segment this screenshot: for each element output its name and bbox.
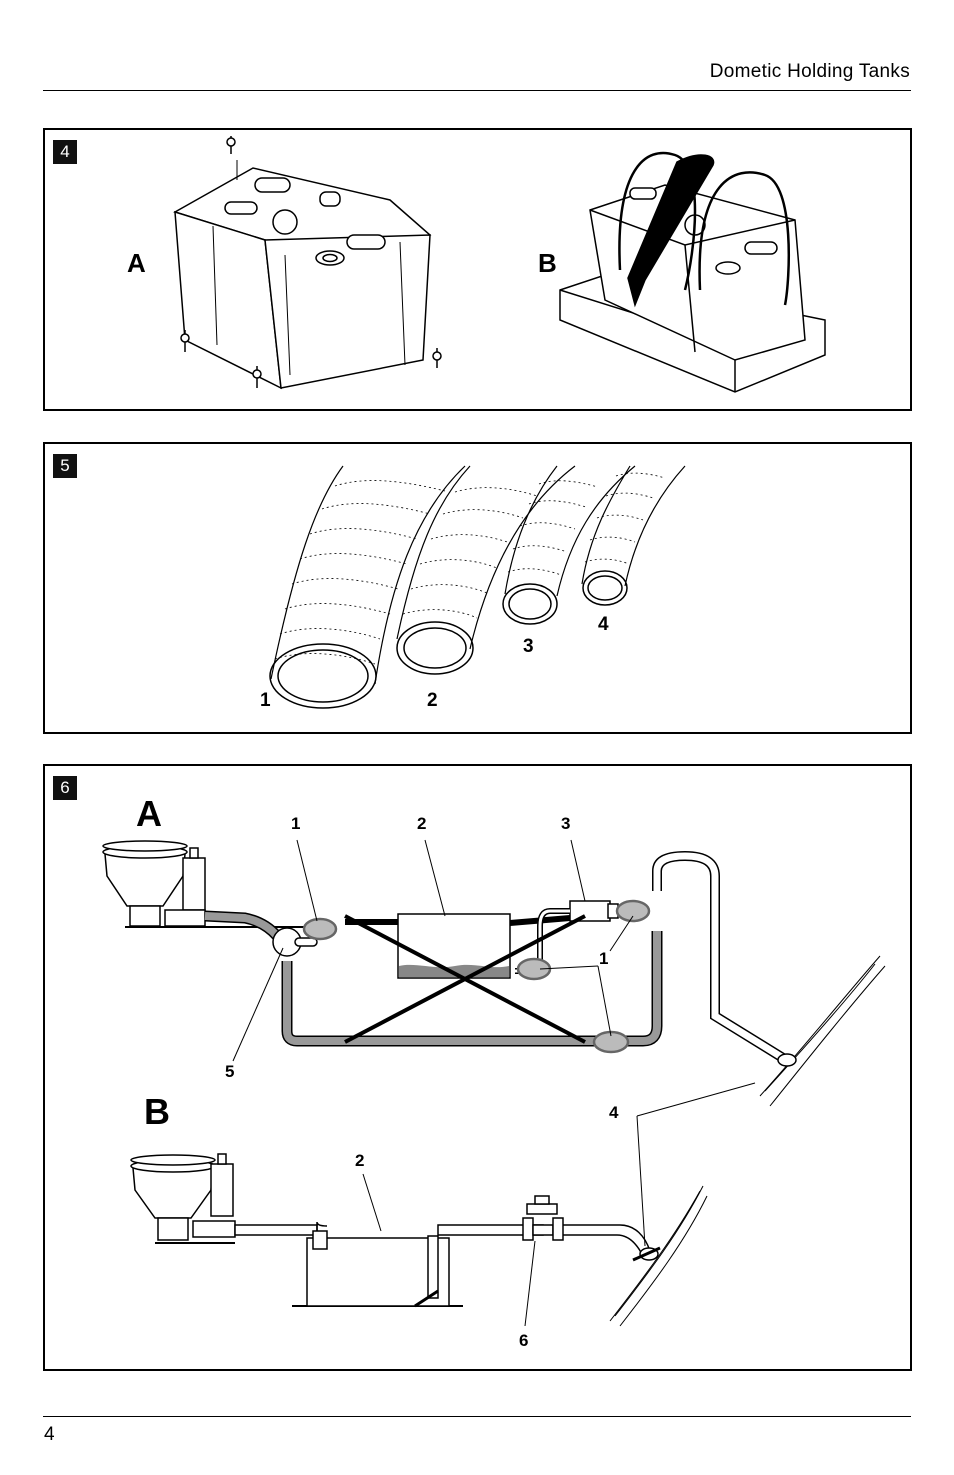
figure-4-panel: 4 A B: [43, 128, 912, 411]
callout-b-2: 2: [355, 1151, 364, 1170]
page-header-title: Dometic Holding Tanks: [709, 61, 910, 82]
figure-6-illustration: A B: [102, 793, 886, 1350]
holding-tank-a-drawing: [173, 136, 442, 390]
page-number: 4: [44, 1424, 55, 1445]
hose-size-4-drawing: [581, 465, 686, 606]
callout-b-4: 4: [609, 1103, 619, 1122]
figure-5-number: 5: [53, 454, 77, 478]
callout-b-6: 6: [519, 1331, 528, 1350]
hose-label-4: 4: [598, 614, 609, 635]
figure-4-label-a: A: [127, 248, 146, 278]
holding-tank-b-drawing: [559, 151, 826, 393]
footer-divider: [43, 1416, 911, 1417]
figure-5-panel: 5: [43, 442, 912, 734]
figure-4-label-b: B: [538, 248, 557, 278]
figure-6-panel: 6 A B: [43, 764, 912, 1371]
callout-a-1b: 1: [599, 949, 608, 968]
hose-size-3-drawing: [502, 465, 636, 625]
figure-6-label-a: A: [136, 793, 162, 834]
hose-size-1-drawing: [269, 465, 466, 709]
hose-label-1: 1: [260, 690, 271, 711]
figure-4-number: 4: [53, 140, 77, 164]
figure-6-number: 6: [53, 776, 77, 800]
header-divider: [43, 90, 911, 91]
figure-6-label-b: B: [144, 1091, 170, 1132]
figure-5-illustration: 1 2 3 4: [260, 465, 686, 711]
hose-label-2: 2: [427, 690, 438, 711]
figure-4-illustration: A B: [127, 136, 826, 393]
callout-a-1: 1: [291, 814, 300, 833]
callout-a-3: 3: [561, 814, 570, 833]
hose-label-3: 3: [523, 636, 534, 657]
installation-a-drawing: [102, 839, 886, 1107]
callout-a-5: 5: [225, 1062, 234, 1081]
hose-size-2-drawing: [396, 465, 576, 675]
callout-a-2: 2: [417, 814, 426, 833]
installation-b-drawing: [130, 1082, 756, 1327]
